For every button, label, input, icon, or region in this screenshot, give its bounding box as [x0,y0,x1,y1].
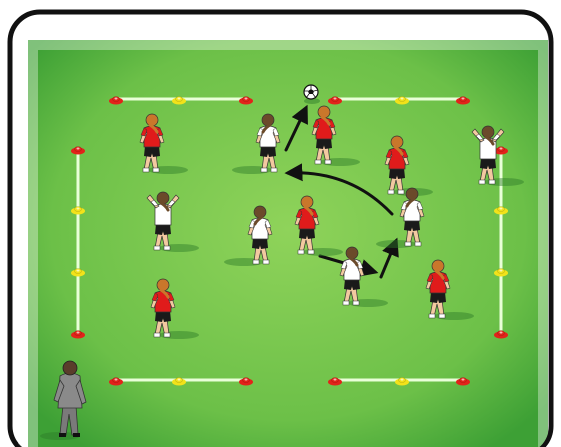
pass-up-right-arrow [379,237,399,279]
players [139,105,524,339]
player-white-center-left [224,205,273,266]
grass-field [28,40,548,447]
player-red-chaser-top [311,105,360,166]
player-red-center [294,195,343,256]
player-white-right-passer [376,187,425,248]
soccer-ball-icon [303,84,320,104]
movement-arrows [284,104,399,279]
pass-curved-left-arrow [284,163,394,216]
player-red-left-lower [150,278,199,339]
player-red-right-low [425,259,474,320]
coach-figure [40,360,87,440]
pass-to-ball-arrow [284,104,308,152]
player-white-passer-top [232,113,281,174]
player-white-right-arms-up [471,125,524,186]
player-white-left-arms-up [146,191,199,252]
player-white-center-low [339,246,388,307]
player-red-top-left [139,113,188,174]
